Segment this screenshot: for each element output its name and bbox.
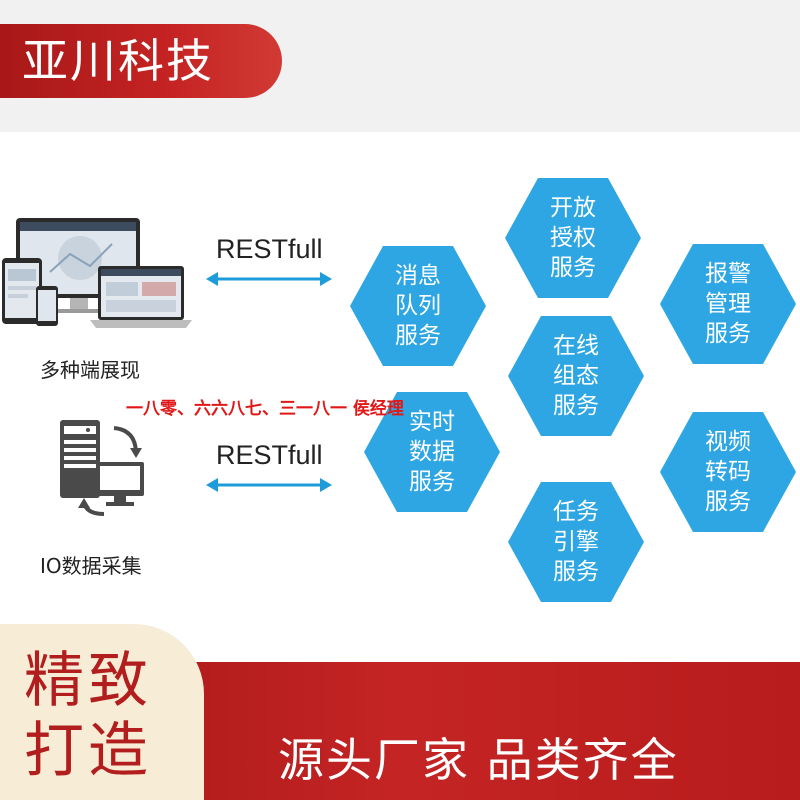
hex-alarm-management-service: 报警管理服务 [658,242,798,366]
double-arrow-top [206,272,332,286]
hex-task-engine-service: 任务引擎服务 [506,480,646,604]
hex-open-auth-service: 开放授权服务 [503,176,643,300]
caption-multi-device: 多种端展现 [40,358,140,382]
hex-message-queue-service: 消息队列服务 [348,244,488,368]
caption-io-acquisition: IO数据采集 [40,554,142,578]
io-acquisition-icon [60,420,144,516]
brand-name: 亚川科技 [22,34,214,88]
rest-label-bottom: RESTfull [216,440,323,470]
brand-banner: 亚川科技 [0,24,282,98]
hex-realtime-data-service: 实时数据服务 [362,390,502,514]
double-arrow-bottom [206,478,332,492]
hex-video-transcode-service: 视频转码服务 [658,410,798,534]
slogan-left: 精致打造 [24,646,152,786]
architecture-diagram: 多种端展现 IO数据采集 RESTfull RESTfull [0,132,800,640]
contact-note: 一八零、六六八七、三一八一 侯经理 [126,399,404,419]
rest-label-top: RESTfull [216,234,323,264]
hex-online-config-service: 在线组态服务 [506,314,646,438]
slogan-block [0,624,204,800]
multi-device-icon [2,218,192,328]
slogan-right: 源头厂家 品类齐全 [278,733,679,787]
